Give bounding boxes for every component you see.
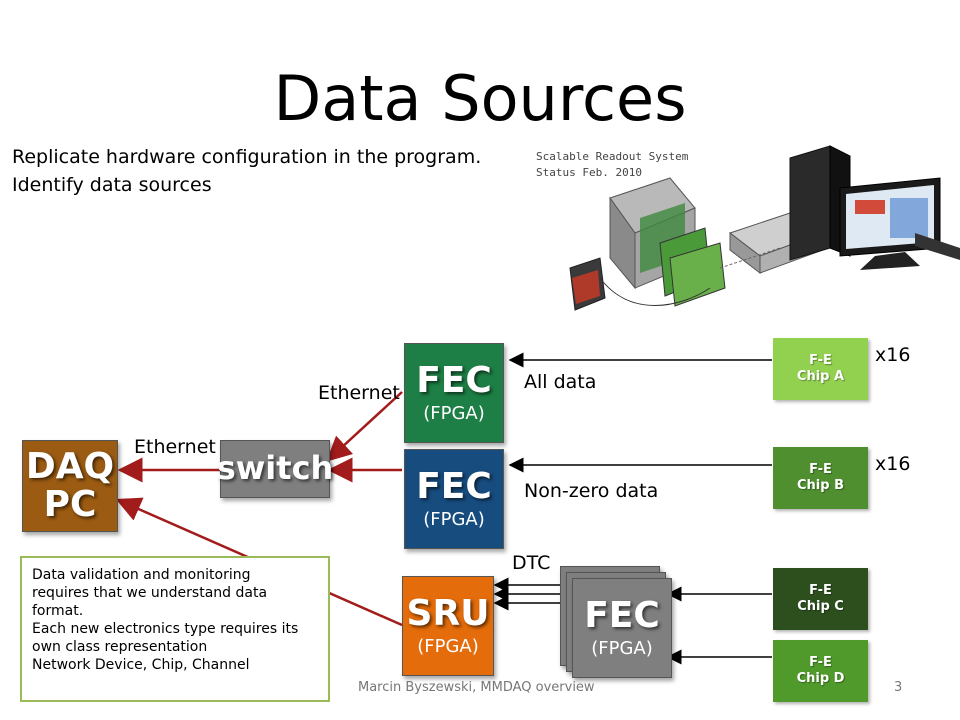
intro-line-2: Identify data sources: [12, 174, 212, 196]
chip-c-line2: Chip C: [797, 599, 844, 614]
chip-a-box: F-E Chip A: [773, 338, 868, 400]
daq-pc-box: DAQ PC: [22, 440, 118, 532]
arrow-fec-top-to-switch: [326, 391, 403, 462]
sru-box: SRU (FPGA): [402, 576, 494, 676]
note-line-3: format.: [32, 603, 84, 619]
chip-d-box: F-E Chip D: [773, 640, 868, 702]
all-data-label: All data: [524, 371, 597, 393]
chip-b-box: F-E Chip B: [773, 447, 868, 509]
nonzero-data-label: Non-zero data: [524, 480, 659, 502]
fec-mid-box: FEC (FPGA): [404, 449, 504, 549]
chip-d-line1: F-E: [809, 654, 832, 670]
chip-c-line1: F-E: [809, 582, 832, 598]
sru-title: SRU: [406, 592, 490, 634]
switch-label: switch: [216, 449, 334, 488]
chip-b-line1: F-E: [809, 461, 832, 477]
fec-top-box: FEC (FPGA): [404, 343, 504, 443]
ethernet-label-left: Ethernet: [134, 436, 216, 458]
fec-stack-sub: (FPGA): [591, 638, 653, 660]
dtc-label: DTC: [512, 552, 551, 574]
chip-c-box: F-E Chip C: [773, 568, 868, 630]
note-line-1: Data validation and monitoring: [32, 567, 251, 583]
page-title: Data Sources: [273, 62, 687, 135]
note-line-2: requires that we understand data: [32, 585, 268, 601]
intro-line-1: Replicate hardware configuration in the …: [12, 146, 482, 168]
fec-stack-box: FEC (FPGA): [572, 578, 672, 678]
note-line-4: Each new electronics type requires its: [32, 621, 299, 637]
daq-label: DAQ: [25, 446, 115, 488]
note-line-6: Network Device, Chip, Channel: [32, 657, 250, 673]
switch-box: switch: [217, 440, 333, 498]
chip-d-line2: Chip D: [796, 671, 845, 686]
fec-mid-sub: (FPGA): [423, 509, 485, 531]
fec-top-title: FEC: [416, 359, 492, 401]
fec-mid-title: FEC: [416, 465, 492, 507]
note-line-5: own class representation: [32, 639, 208, 655]
note-box: Data validation and monitoring requires …: [20, 556, 330, 702]
page-number: 3: [894, 680, 903, 695]
x16-label-b: x16: [875, 453, 911, 475]
fec-top-sub: (FPGA): [423, 403, 485, 425]
ethernet-label-top: Ethernet: [318, 382, 400, 404]
hardware-photo: Scalable Readout System Status Feb. 2010: [536, 145, 960, 311]
pc-label: PC: [43, 484, 97, 525]
photo-caption-1: Scalable Readout System: [536, 150, 689, 163]
x16-label-a: x16: [875, 344, 911, 366]
sru-sub: (FPGA): [417, 636, 479, 658]
photo-caption-2: Status Feb. 2010: [536, 166, 642, 179]
chip-a-line1: F-E: [809, 352, 832, 368]
chip-a-line2: Chip A: [796, 369, 845, 384]
fec-stack-title: FEC: [584, 594, 660, 636]
footer-text: Marcin Byszewski, MMDAQ overview: [358, 680, 595, 695]
chip-b-line2: Chip B: [797, 478, 844, 493]
